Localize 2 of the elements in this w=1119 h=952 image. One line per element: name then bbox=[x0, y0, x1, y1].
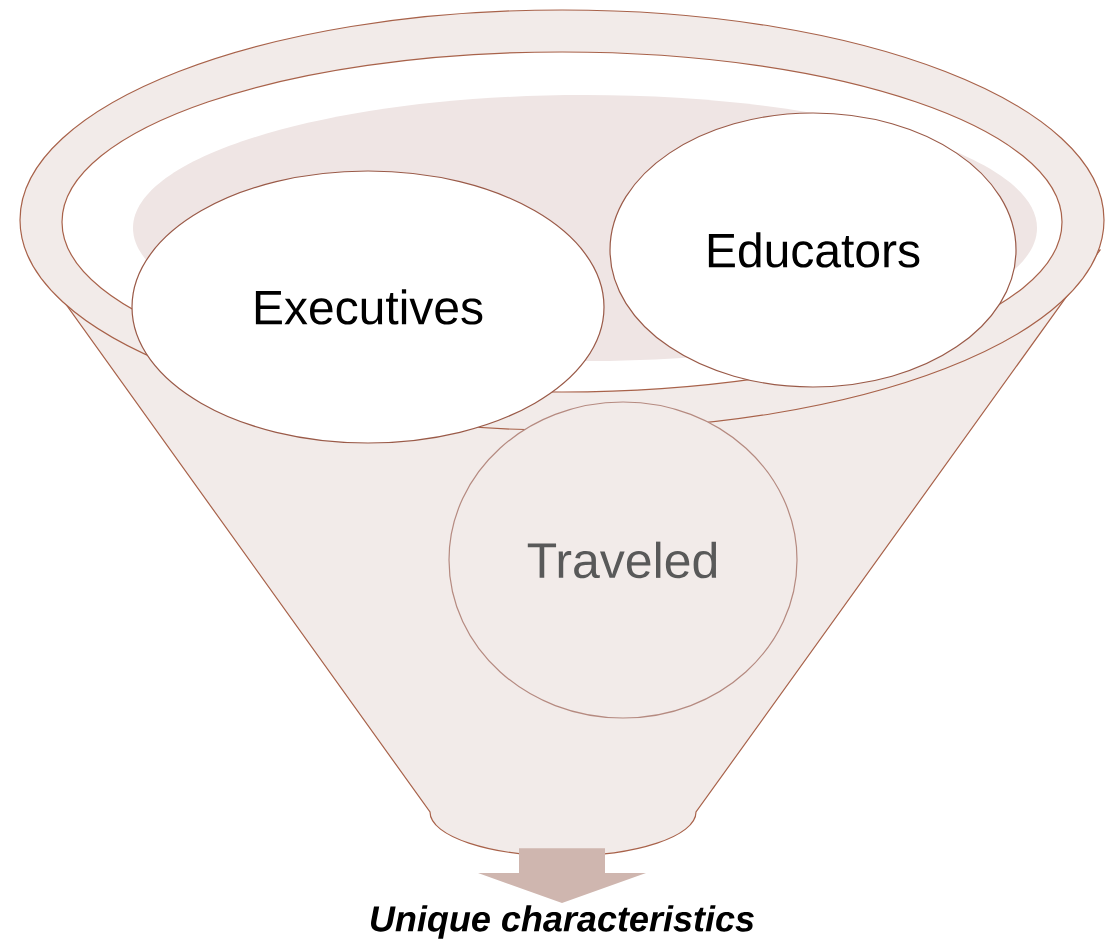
block-arrow bbox=[478, 848, 646, 903]
caption-text: Unique characteristics bbox=[371, 905, 754, 939]
